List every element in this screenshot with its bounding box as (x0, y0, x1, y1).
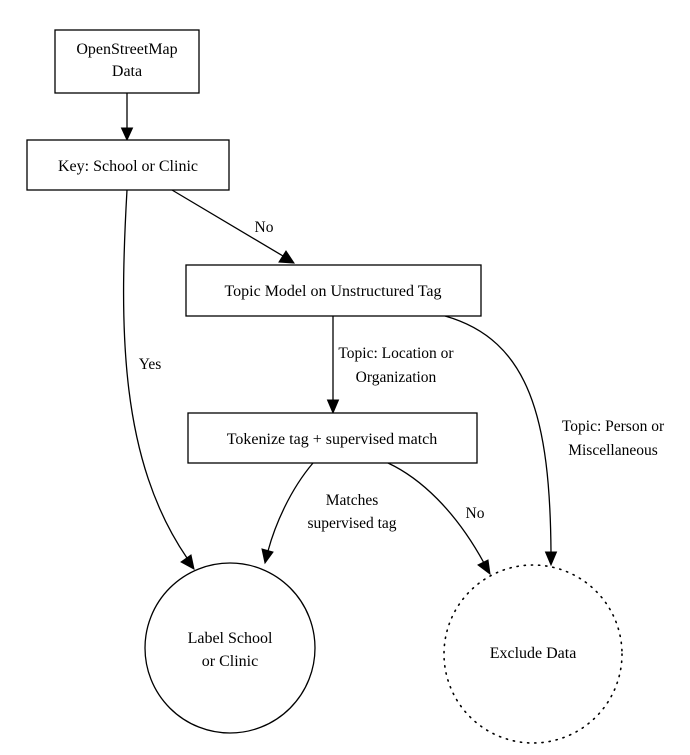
node-tokenize-tag: Tokenize tag + supervised match (187, 412, 478, 464)
node-key-school-or-clinic: Key: School or Clinic (26, 139, 230, 191)
edge-topic-model-to-tokenize (326, 316, 340, 415)
edge-tokenize-to-exclude (387, 462, 491, 576)
node-label-line: Exclude Data (490, 645, 577, 662)
edge-tokenize-to-label (261, 462, 314, 565)
node-label-school-or-clinic: Label School or Clinic (144, 562, 316, 734)
edge-topic-model-to-exclude (444, 315, 558, 567)
node-topic-model: Topic Model on Unstructured Tag (185, 264, 482, 317)
edge-label-matches: Matches (326, 492, 379, 509)
node-label-line: Tokenize tag + supervised match (227, 431, 438, 448)
edge-label-yes: Yes (139, 356, 162, 373)
node-label-line: Topic Model on Unstructured Tag (225, 283, 442, 300)
edge-key-to-label (122, 189, 195, 570)
node-label-line: Data (112, 63, 142, 80)
node-label-line: Key: School or Clinic (58, 158, 198, 175)
edge-label-no: No (255, 219, 274, 236)
edge-label-matches: supervised tag (307, 515, 396, 532)
edge-osm-to-key (120, 93, 134, 142)
node-label-line: OpenStreetMap (76, 41, 177, 58)
edge-label-topic-location-org: Topic: Location or (338, 345, 454, 362)
edge-label-topic-location-org: Organization (356, 369, 437, 386)
node-label-line: or Clinic (202, 653, 258, 670)
edge-label-topic-person-misc: Topic: Person or (562, 418, 665, 435)
node-openstreetmap-data: OpenStreetMap Data (54, 29, 200, 94)
edge-label-no: No (466, 505, 485, 522)
edge-key-to-topic-model (171, 189, 295, 264)
node-exclude-data: Exclude Data (443, 564, 623, 744)
edge-label-topic-person-misc: Miscellaneous (568, 442, 658, 459)
node-label-line: Label School (188, 630, 273, 647)
